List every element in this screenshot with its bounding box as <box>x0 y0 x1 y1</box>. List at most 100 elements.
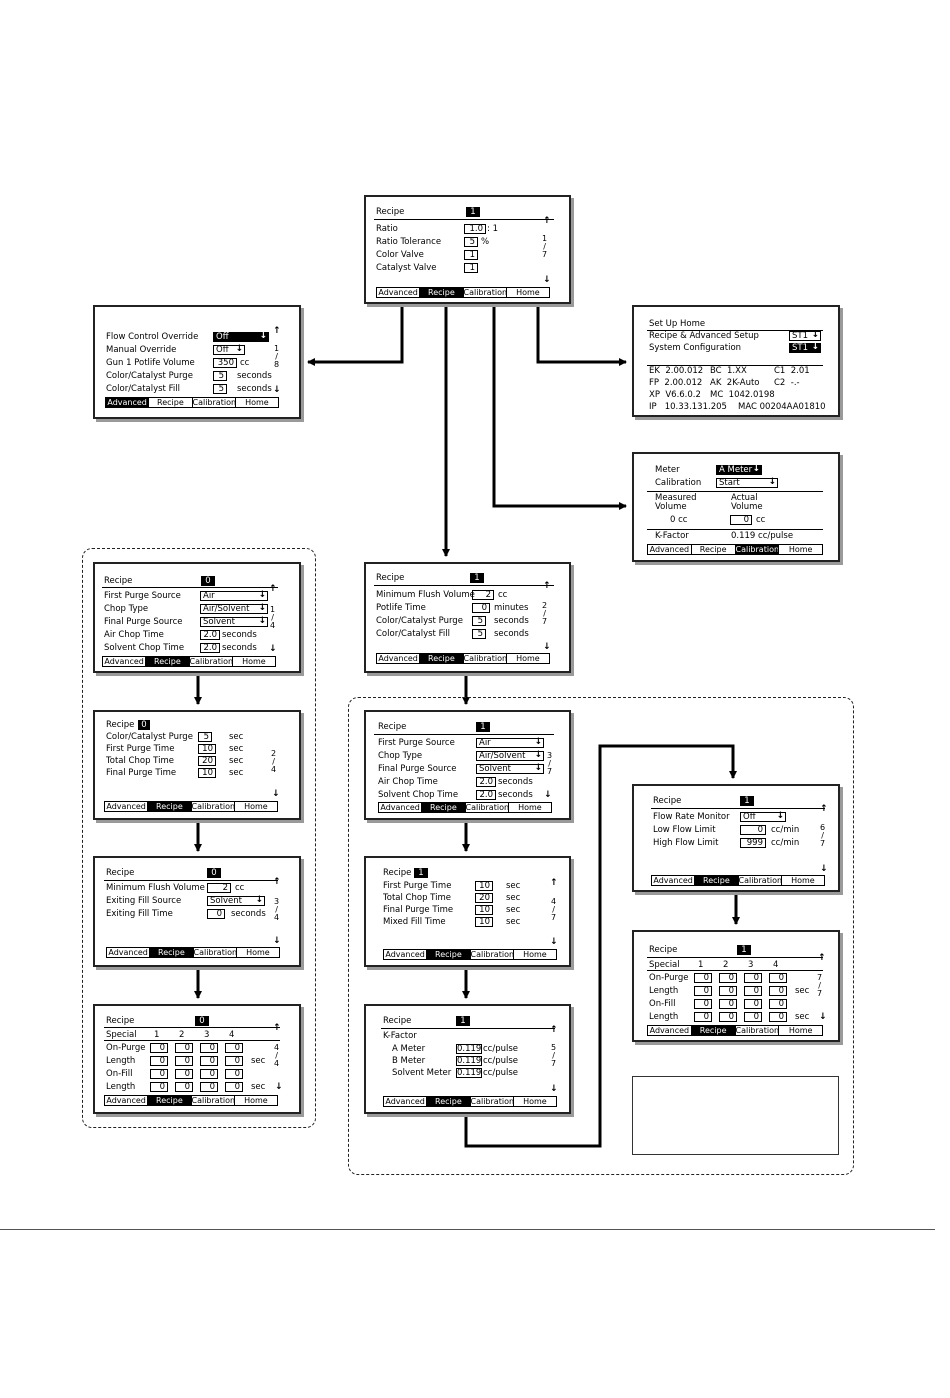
high-flow-field[interactable]: 999 <box>740 838 766 848</box>
chop-type-select[interactable]: Air/Solvent <box>200 604 268 614</box>
special-value-field[interactable]: 0 <box>744 986 762 996</box>
arrow-down-icon[interactable]: ↓ <box>543 275 551 285</box>
special-value-field[interactable]: 0 <box>200 1069 218 1079</box>
tab-advanced[interactable]: Advanced <box>652 876 696 885</box>
arrow-down-icon[interactable]: ↓ <box>269 644 277 654</box>
actual-volume-field[interactable]: 0 <box>730 515 752 525</box>
special-value-field[interactable]: 0 <box>225 1043 243 1053</box>
arrow-up-icon[interactable]: ↑ <box>818 953 826 963</box>
recipe-number[interactable]: 0 <box>138 720 150 730</box>
special-value-field[interactable]: 0 <box>769 999 787 1009</box>
first-purge-select[interactable]: Air <box>476 738 544 748</box>
total-chop-field[interactable]: 20 <box>475 893 493 903</box>
system-config-button[interactable]: ST1 <box>789 343 821 353</box>
special-value-field[interactable]: 0 <box>744 999 762 1009</box>
fill-field[interactable]: 5 <box>472 629 486 639</box>
tab-recipe[interactable]: Recipe <box>691 1026 736 1035</box>
special-value-field[interactable]: 0 <box>175 1056 193 1066</box>
tab-recipe[interactable]: Recipe <box>695 876 739 885</box>
tab-advanced[interactable]: Advanced <box>384 1097 428 1106</box>
tab-recipe[interactable]: Recipe <box>427 1097 471 1106</box>
first-purge-select[interactable]: Air <box>200 591 268 601</box>
final-purge-select[interactable]: Solvent <box>476 764 544 774</box>
tab-recipe[interactable]: Recipe <box>149 398 193 407</box>
final-purge-select[interactable]: Solvent <box>200 617 268 627</box>
tab-home[interactable]: Home <box>246 948 270 957</box>
arrow-up-icon[interactable]: ↑ <box>273 326 281 336</box>
recipe-number[interactable]: 0 <box>201 576 215 586</box>
tab-home[interactable]: Home <box>242 657 266 666</box>
chop-type-select[interactable]: Air/Solvent <box>476 751 544 761</box>
tab-home[interactable]: Home <box>516 288 540 297</box>
tab-calibration[interactable]: Calibration <box>470 1097 514 1106</box>
recipe-number[interactable]: 1 <box>737 945 751 955</box>
tab-calibration[interactable]: Calibration <box>470 950 514 959</box>
arrow-down-icon[interactable]: ↓ <box>544 790 552 800</box>
arrow-down-icon[interactable]: ↓ <box>819 1012 827 1022</box>
recipe-advanced-button[interactable]: ST1 <box>789 331 821 341</box>
arrow-down-icon[interactable]: ↓ <box>275 1082 283 1092</box>
exit-time-field[interactable]: 0 <box>207 909 225 919</box>
meter-select[interactable]: A Meter <box>716 465 762 475</box>
special-value-field[interactable]: 0 <box>175 1082 193 1092</box>
recipe-number[interactable]: 1 <box>414 868 428 878</box>
purge-field[interactable]: 5 <box>472 616 486 626</box>
tab-calibration[interactable]: Calibration <box>191 802 235 811</box>
tab-recipe[interactable]: Recipe <box>146 657 190 666</box>
tab-recipe[interactable]: Recipe <box>420 288 464 297</box>
low-flow-field[interactable]: 0 <box>740 825 766 835</box>
tab-home[interactable]: Home <box>244 1096 268 1105</box>
tab-calibration[interactable]: Calibration <box>193 948 237 957</box>
min-flush-field[interactable]: 2 <box>472 590 494 600</box>
tab-advanced[interactable]: Advanced <box>105 802 149 811</box>
special-value-field[interactable]: 0 <box>225 1082 243 1092</box>
tab-advanced[interactable]: Advanced <box>377 654 421 663</box>
special-value-field[interactable]: 0 <box>694 986 712 996</box>
air-chop-field[interactable]: 2.0 <box>200 630 220 640</box>
special-value-field[interactable]: 0 <box>719 973 737 983</box>
tab-recipe[interactable]: Recipe <box>422 803 466 812</box>
tab-calibration[interactable]: Calibration <box>192 398 236 407</box>
color-valve-field[interactable]: 1 <box>464 250 478 260</box>
recipe-number[interactable]: 1 <box>456 1016 470 1026</box>
arrow-down-icon[interactable]: ↓ <box>272 789 280 799</box>
special-value-field[interactable]: 0 <box>200 1056 218 1066</box>
final-purge-time-field[interactable]: 10 <box>198 768 216 778</box>
potlife-field[interactable]: 350 <box>213 358 237 368</box>
tab-recipe[interactable]: Recipe <box>427 950 471 959</box>
tab-advanced[interactable]: Advanced <box>377 288 421 297</box>
tab-home[interactable]: Home <box>244 802 268 811</box>
special-value-field[interactable]: 0 <box>719 1012 737 1022</box>
catalyst-valve-field[interactable]: 1 <box>464 263 478 273</box>
recipe-number[interactable]: 0 <box>207 868 221 878</box>
recipe-number[interactable]: 1 <box>740 796 754 806</box>
recipe-number[interactable]: 1 <box>476 722 490 732</box>
tab-advanced[interactable]: Advanced <box>384 950 428 959</box>
purge-field[interactable]: 5 <box>213 371 227 381</box>
first-purge-time-field[interactable]: 10 <box>198 744 216 754</box>
special-value-field[interactable]: 0 <box>744 973 762 983</box>
arrow-up-icon[interactable]: ↑ <box>273 1023 281 1033</box>
exit-source-select[interactable]: Solvent <box>207 896 265 906</box>
recipe-number[interactable]: 1 <box>466 207 480 217</box>
tab-advanced[interactable]: Advanced <box>103 657 147 666</box>
tab-calibration[interactable]: Calibration <box>463 288 507 297</box>
tab-calibration[interactable]: Calibration <box>463 654 507 663</box>
arrow-up-icon[interactable]: ↑ <box>550 878 558 888</box>
tab-home[interactable]: Home <box>518 803 542 812</box>
arrow-down-icon[interactable]: ↓ <box>273 385 281 395</box>
special-value-field[interactable]: 0 <box>175 1043 193 1053</box>
purge-field[interactable]: 5 <box>198 732 212 742</box>
tab-home[interactable]: Home <box>523 950 547 959</box>
special-value-field[interactable]: 0 <box>694 973 712 983</box>
solvent-meter-field[interactable]: 0.119 <box>456 1068 482 1078</box>
special-value-field[interactable]: 0 <box>225 1056 243 1066</box>
tab-home[interactable]: Home <box>791 876 815 885</box>
total-chop-field[interactable]: 20 <box>198 756 216 766</box>
special-value-field[interactable]: 0 <box>150 1069 168 1079</box>
potlife-time-field[interactable]: 0 <box>472 603 490 613</box>
tab-calibration[interactable]: Calibration <box>735 545 780 554</box>
tab-advanced[interactable]: Advanced <box>379 803 423 812</box>
arrow-down-icon[interactable]: ↓ <box>820 864 828 874</box>
tab-recipe[interactable]: Recipe <box>420 654 464 663</box>
